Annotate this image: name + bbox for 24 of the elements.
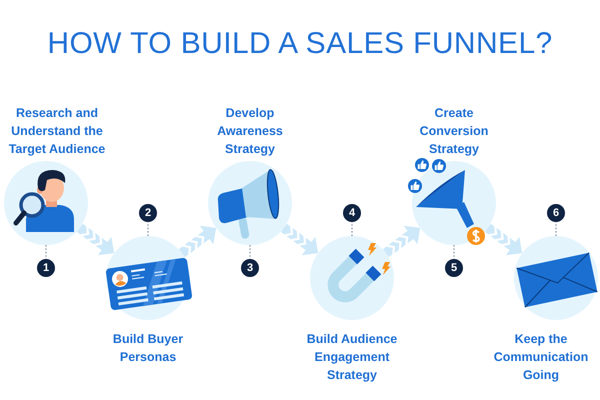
- step-title: Research and Understand the Target Audience: [8, 106, 106, 156]
- step-number: 4: [343, 204, 361, 222]
- step-title: Develop Awareness Strategy: [217, 106, 283, 156]
- chevron-arrow: [76, 224, 114, 256]
- step-title: Build Audience Engagement Strategy: [306, 332, 398, 382]
- step-title: Build Buyer Personas: [112, 332, 184, 364]
- chevron-arrow: [484, 224, 522, 256]
- step-number: 5: [445, 259, 463, 277]
- chevron-arrow: [280, 224, 318, 256]
- dotted-connector: [351, 222, 353, 236]
- step-number: 3: [241, 259, 259, 277]
- step-number: 1: [37, 259, 55, 277]
- dotted-connector: [555, 222, 557, 236]
- step-title: Create Conversion Strategy: [420, 106, 488, 156]
- dotted-connector: [45, 245, 47, 259]
- chevron-arrow: [382, 226, 420, 258]
- dotted-connector: [453, 245, 455, 259]
- step-title: Keep the Communication Going: [494, 332, 588, 382]
- dotted-connector: [249, 245, 251, 259]
- chevron-arrow: [178, 226, 216, 258]
- step-number: 2: [139, 204, 157, 222]
- step-number: 6: [547, 204, 565, 222]
- dotted-connector: [147, 222, 149, 236]
- page-title: HOW TO BUILD A SALES FUNNEL?: [47, 26, 553, 62]
